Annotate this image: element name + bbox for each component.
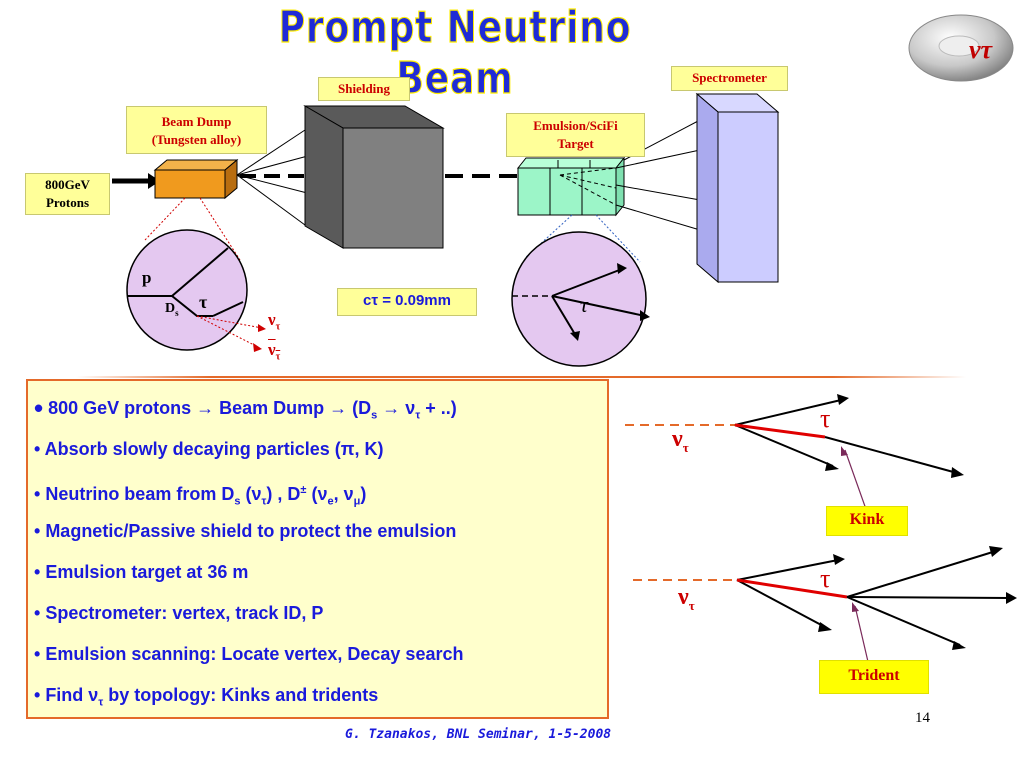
ds-symbol: Ds (165, 301, 179, 318)
bullet-text: Magnetic/Passive shield to protect the e… (40, 521, 457, 541)
beam-line-diagram (112, 92, 780, 367)
bullet-item: • 800 GeV protons → Beam Dump → (Ds → ντ… (34, 395, 607, 438)
section-divider (76, 376, 966, 378)
bullet-text: 800 GeV protons → Beam Dump → (D (43, 398, 372, 418)
shielding-label: Shielding (318, 77, 410, 101)
ds-decay-tracks (127, 247, 244, 317)
bullet-text: τ (415, 409, 421, 422)
bullet-item: • Emulsion target at 36 m (34, 561, 607, 602)
bullet-text: s (371, 409, 378, 422)
bullet-dot: • (34, 685, 41, 705)
bullet-text: ) , D (266, 484, 301, 504)
trident-nu-tau-symbol: ντ (678, 584, 695, 613)
emulsion-target (516, 156, 626, 217)
bullet-item: • Find ντ by topology: Kinks and trident… (34, 684, 607, 725)
bullet-text: τ (98, 696, 104, 709)
bullet-text: Absorb slowly decaying particles (π, K) (40, 439, 384, 459)
bullet-dot: • (34, 393, 44, 423)
tau-decay-inset (511, 231, 647, 367)
bullet-text: e (327, 495, 334, 508)
page-number: 14 (915, 710, 930, 726)
bullet-text: ) (360, 484, 367, 504)
beam-dump-block (153, 158, 239, 200)
bullet-text: (ν (306, 484, 328, 504)
bullet-text: , ν (333, 484, 354, 504)
kink-nu-tau-symbol: ντ (672, 426, 689, 455)
bullet-text: + ..) (420, 398, 457, 418)
bullet-text: Find ν (40, 685, 99, 705)
zoom-guide-left (144, 197, 241, 261)
bullet-item: • Emulsion scanning: Locate vertex, Deca… (34, 643, 607, 684)
bullet-text: (ν (240, 484, 262, 504)
bullet-text: Neutrino beam from D (40, 484, 235, 504)
bullet-dot: • (34, 603, 41, 623)
tau-decay-tracks (551, 268, 646, 337)
trident-tau-symbol: τ (820, 564, 831, 593)
spectrometer-block (695, 92, 780, 284)
bullet-item: • Absorb slowly decaying particles (π, K… (34, 438, 607, 479)
kink-tau-symbol: τ (820, 404, 831, 433)
kink-label: Kink (826, 506, 908, 536)
spectrometer-label: Spectrometer (671, 66, 788, 91)
bullet-text: → ν (377, 398, 416, 418)
bullet-text: Spectrometer: vertex, track ID, P (40, 603, 324, 623)
bullet-text: μ (353, 495, 361, 508)
bullet-list: • 800 GeV protons → Beam Dump → (Ds → ντ… (26, 379, 609, 719)
footer-citation: G. Tzanakos, BNL Seminar, 1-5-2008 (345, 727, 612, 742)
topology-diagrams (625, 394, 1017, 667)
bullet-dot: • (34, 439, 41, 459)
tau-symbol-left: τ (199, 292, 208, 312)
shielding-block (303, 105, 445, 249)
logo-text: ντ (969, 35, 994, 64)
target-tracks (559, 167, 617, 206)
bullet-dot: • (34, 521, 41, 541)
ds-decay-inset (126, 229, 248, 351)
bullet-text: ± (300, 484, 307, 496)
trident-topology (633, 546, 1017, 667)
bullet-dot: • (34, 644, 41, 664)
nu-tau-logo: ντ (908, 14, 1014, 82)
bullet-dot: • (34, 484, 41, 504)
bullet-item: • Neutrino beam from Ds (ντ) , D± (νe, ν… (34, 479, 607, 520)
trident-label: Trident (819, 660, 929, 694)
ctau-label: cτ = 0.09mm (337, 288, 477, 316)
bullet-dot: • (34, 562, 41, 582)
bullet-item: • Spectrometer: vertex, track ID, P (34, 602, 607, 643)
neutrino-dotted-lines (196, 315, 263, 348)
slide-title: Prompt Neutrino Beam (278, 1, 632, 104)
bullet-text: s (234, 495, 241, 508)
anti-nu-tau-symbol: ντ (268, 340, 281, 363)
bullet-text: τ (261, 495, 267, 508)
bullet-text: Emulsion scanning: Locate vertex, Decay … (40, 644, 464, 664)
beam-dump-label: Beam Dump(Tungsten alloy) (126, 106, 267, 154)
nu-tau-symbol: ντ (268, 310, 281, 333)
proton-symbol: p (142, 268, 152, 287)
tau-symbol-right: τ (580, 292, 588, 317)
bullet-text: Emulsion target at 36 m (40, 562, 249, 582)
bullet-item: • Magnetic/Passive shield to protect the… (34, 520, 607, 561)
bullet-text: by topology: Kinks and tridents (103, 685, 379, 705)
kink-topology (625, 394, 964, 513)
